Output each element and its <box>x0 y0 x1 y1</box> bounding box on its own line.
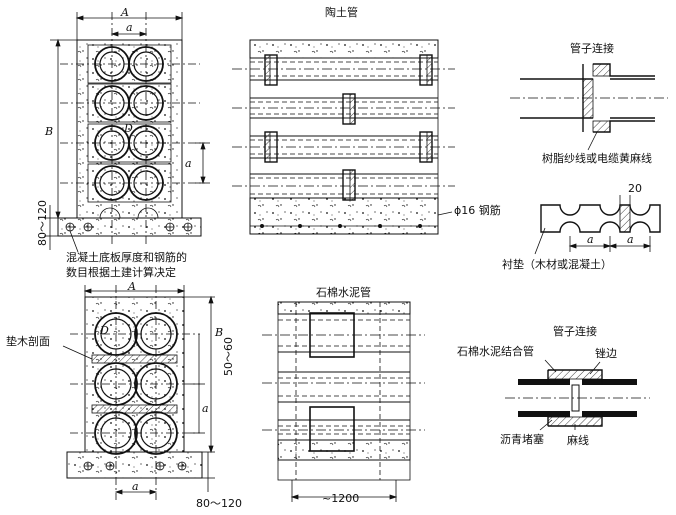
asbestos-coupling-label: 石棉水泥结合管 <box>457 344 534 358</box>
note-line-1: 混凝土底板厚度和钢筋的 <box>66 250 187 264</box>
dim-B-left: B <box>44 125 53 138</box>
title-pipe-conn-bottom: 管子连接 <box>553 324 597 338</box>
title-clay-pipe: 陶土管 <box>325 5 358 19</box>
asbestos-pipe-section: 石棉水泥管 <box>262 285 425 505</box>
base-slab-top <box>57 217 202 237</box>
dim-a-liner-2: a <box>627 233 634 246</box>
note-line-2: 数目根据土建计算决定 <box>66 265 176 279</box>
dim-a-right: a <box>185 157 192 170</box>
bottom-left-section: A 垫木剖面 D B 50～60 a a 80～120 <box>6 280 242 510</box>
title-asbestos: 石棉水泥管 <box>316 285 371 299</box>
pipe-connection-top: 管子连接 树脂纱线或电缆黄麻线 <box>510 41 668 165</box>
wood-section-label: 垫木剖面 <box>6 334 50 348</box>
dim-a-top: a <box>126 21 133 34</box>
dim-80-120-top: 80～120 <box>36 200 49 246</box>
dim-D-bottom: D <box>99 324 109 337</box>
asphalt-plug-label: 沥青堵塞 <box>500 432 544 446</box>
liner-label: 衬垫（木材或混凝土） <box>502 257 612 271</box>
resin-label: 树脂纱线或电缆黄麻线 <box>542 151 652 165</box>
liner-section: 20 a a 衬垫（木材或混凝土） <box>502 182 661 271</box>
dim-A-bottom: A <box>127 280 136 293</box>
dim-1200: ~1200 <box>322 492 359 505</box>
pipe-connection-bottom: 管子连接 石棉水泥结合管 锉边 沥青堵塞 麻线 <box>457 324 650 447</box>
steel-bar-label: ϕ16 钢筋 <box>454 203 501 217</box>
dim-50-60: 50～60 <box>222 337 235 376</box>
dim-A-top: A <box>120 6 129 19</box>
dim-D-top: D <box>123 122 133 135</box>
dim-20: 20 <box>628 182 642 195</box>
caulking-label: 锉边 <box>595 346 617 360</box>
top-left-section: A a B D a 80～120 混凝土底板厚度和钢筋的 数目根据土建计算决定 <box>36 6 210 279</box>
dim-80-120-bottom: 80～120 <box>196 497 242 510</box>
dim-a-bottom-right: a <box>202 402 209 415</box>
hemp-label: 麻线 <box>567 433 589 447</box>
dim-a-bottom: a <box>132 480 139 493</box>
dim-a-liner-1: a <box>587 233 594 246</box>
clay-pipe-section: 陶土管 <box>232 5 501 235</box>
title-pipe-conn-top: 管子连接 <box>570 41 614 55</box>
dim-B-right: B <box>214 326 223 339</box>
